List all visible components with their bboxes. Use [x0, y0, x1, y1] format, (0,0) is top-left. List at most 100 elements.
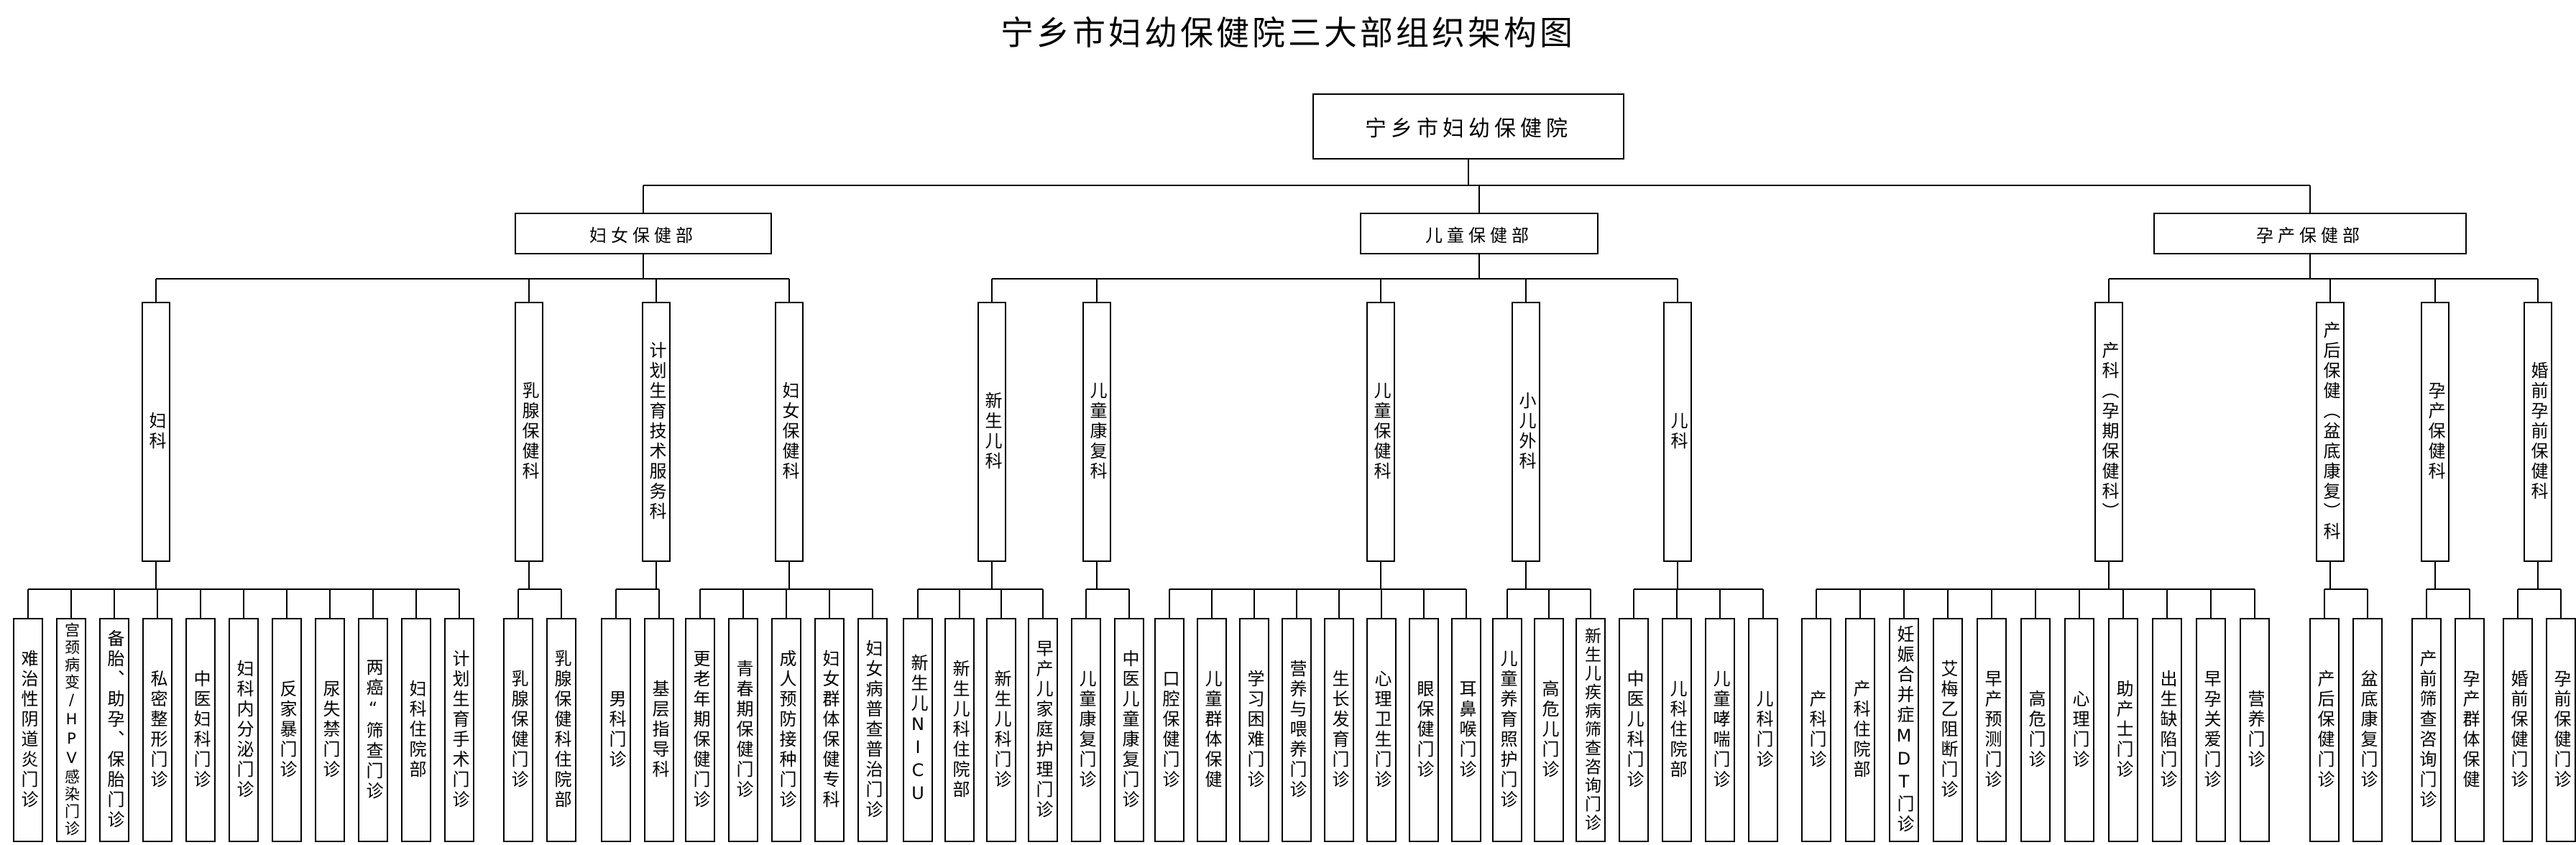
clinic-box: 中医妇科门诊: [185, 618, 216, 842]
clinic-box: 尿失禁门诊: [315, 618, 345, 842]
clinic-box-label: 出生缺陷门诊: [2157, 670, 2177, 790]
clinic-box-label: 儿童养育照护门诊: [1497, 650, 1517, 811]
section-box: 孕产保健科: [2421, 302, 2450, 562]
section-box-label: 婚前孕前保健科: [2528, 361, 2548, 502]
department-box-label: 孕产保健部: [2256, 225, 2364, 246]
department-box-label: 儿童保健部: [1425, 225, 1533, 246]
section-box-label: 儿科: [1668, 412, 1688, 452]
clinic-box: 儿科门诊: [1748, 618, 1778, 842]
section-box: 儿科: [1663, 302, 1692, 562]
section-box: 妇女保健科: [775, 302, 804, 562]
clinic-box: 出生缺陷门诊: [2152, 618, 2182, 842]
section-box-label: 儿童保健科: [1371, 382, 1391, 482]
clinic-box: 心理卫生门诊: [1366, 618, 1397, 842]
clinic-box-label: 眼保健门诊: [1414, 680, 1434, 780]
clinic-box-label: 早产儿家庭护理门诊: [1033, 639, 1053, 821]
clinic-box-label: 儿童群体保健: [1202, 670, 1222, 790]
clinic-box: 艾梅乙阻断门诊: [1933, 618, 1963, 842]
clinic-box-label: 产科门诊: [1806, 690, 1826, 770]
section-box-label: 计划生育技术服务科: [646, 341, 666, 522]
section-box-label: 产科（孕期保健科）: [2099, 341, 2119, 522]
clinic-box: 产后保健门诊: [2309, 618, 2340, 842]
clinic-box-label: 青春期保健门诊: [733, 660, 753, 800]
clinic-box-label: 新生儿科门诊: [991, 670, 1011, 790]
clinic-box: 备胎、助孕、保胎门诊: [99, 618, 129, 842]
root-box-label: 宁乡市妇幼保健院: [1365, 116, 1572, 142]
clinic-box-label: 儿童康复门诊: [1076, 670, 1096, 790]
section-box: 妇科: [142, 302, 170, 562]
clinic-box: 口腔保健门诊: [1154, 618, 1184, 842]
clinic-box-label: 私密整形门诊: [147, 670, 167, 790]
clinic-box: 助产士门诊: [2108, 618, 2138, 842]
clinic-box: 乳腺保健门诊: [503, 618, 533, 842]
clinic-box-label: 营养与喂养门诊: [1287, 660, 1307, 800]
section-box-label: 孕产保健科: [2425, 382, 2445, 482]
clinic-box: 妇女群体保健专科: [814, 618, 845, 842]
department-box: 孕产保健部: [2153, 213, 2467, 254]
clinic-box-label: 妇科住院部: [406, 680, 426, 780]
section-box: 新生儿科: [978, 302, 1006, 562]
clinic-box: 儿童群体保健: [1197, 618, 1227, 842]
clinic-box: 新生儿科住院部: [944, 618, 975, 842]
clinic-box: 儿童哮喘门诊: [1705, 618, 1735, 842]
clinic-box: 中医儿童康复门诊: [1114, 618, 1144, 842]
clinic-box: 产科住院部: [1845, 618, 1875, 842]
clinic-box-label: 妇女病普查普治门诊: [862, 639, 883, 821]
clinic-box-label: 难治性阴道炎门诊: [18, 650, 38, 811]
department-box-label: 妇女保健部: [589, 225, 697, 246]
section-box: 产科（孕期保健科）: [2094, 302, 2123, 562]
clinic-box-label: 新生儿NICU: [908, 654, 928, 806]
clinic-box: 早产儿家庭护理门诊: [1028, 618, 1058, 842]
clinic-box: 早孕关爱门诊: [2196, 618, 2226, 842]
clinic-box-label: 学习困难门诊: [1244, 670, 1264, 790]
clinic-box: 基层指导科: [644, 618, 674, 842]
clinic-box: 新生儿科门诊: [986, 618, 1016, 842]
clinic-box: 妇科内分泌门诊: [229, 618, 259, 842]
clinic-box-label: 两癌“筛查门诊: [363, 658, 383, 802]
department-box: 妇女保健部: [515, 213, 772, 254]
clinic-box: 私密整形门诊: [142, 618, 172, 842]
clinic-box-label: 高危门诊: [2025, 690, 2046, 770]
clinic-box-label: 产科住院部: [1850, 680, 1870, 780]
clinic-box: 更老年期保健门诊: [685, 618, 715, 842]
section-box: 计划生育技术服务科: [642, 302, 671, 562]
clinic-box-label: 妇女群体保健专科: [819, 650, 840, 811]
clinic-box-label: 妊娠合并症MDT门诊: [1894, 625, 1914, 835]
clinic-box-label: 盆底康复门诊: [2358, 670, 2378, 790]
clinic-box-label: 口腔保健门诊: [1159, 670, 1179, 790]
clinic-box-label: 儿科住院部: [1667, 680, 1687, 780]
clinic-box-label: 备胎、助孕、保胎门诊: [104, 629, 124, 831]
clinic-box-label: 心理卫生门诊: [1371, 670, 1392, 790]
clinic-box: 成人预防接种门诊: [771, 618, 801, 842]
clinic-box: 乳腺保健科住院部: [546, 618, 576, 842]
clinic-box-label: 产前筛查咨询门诊: [2416, 650, 2437, 811]
section-box-label: 新生儿科: [982, 392, 1002, 472]
clinic-box-label: 宫颈病变/HPV感染门诊: [63, 622, 80, 838]
section-box-label: 乳腺保健科: [519, 382, 539, 482]
clinic-box-label: 产后保健门诊: [2314, 670, 2334, 790]
clinic-box-label: 尿失禁门诊: [320, 680, 340, 780]
section-box: 乳腺保健科: [515, 302, 543, 562]
clinic-box: 早产预测门诊: [1977, 618, 2007, 842]
clinic-box-label: 孕产群体保健: [2460, 670, 2480, 790]
clinic-box: 儿童养育照护门诊: [1492, 618, 1522, 842]
clinic-box-label: 计划生育手术门诊: [449, 650, 469, 811]
clinic-box-label: 儿科门诊: [1753, 690, 1773, 770]
clinic-box: 高危儿门诊: [1534, 618, 1564, 842]
section-box: 婚前孕前保健科: [2524, 302, 2552, 562]
clinic-box: 高危门诊: [2020, 618, 2051, 842]
clinic-box: 心理门诊: [2064, 618, 2094, 842]
clinic-box-label: 成人预防接种门诊: [776, 650, 796, 811]
clinic-box-label: 更老年期保健门诊: [690, 650, 710, 811]
clinic-box-label: 早孕关爱门诊: [2201, 670, 2221, 790]
section-box: 儿童保健科: [1366, 302, 1395, 562]
section-box-label: 妇科: [146, 412, 166, 452]
clinic-box-label: 乳腺保健门诊: [508, 670, 528, 790]
section-box: 儿童康复科: [1082, 302, 1111, 562]
clinic-box-label: 生长发育门诊: [1329, 670, 1349, 790]
clinic-box: 反家暴门诊: [272, 618, 302, 842]
clinic-box: 妇女病普查普治门诊: [857, 618, 888, 842]
clinic-box-label: 营养门诊: [2245, 690, 2265, 770]
section-box-label: 妇女保健科: [779, 382, 799, 482]
